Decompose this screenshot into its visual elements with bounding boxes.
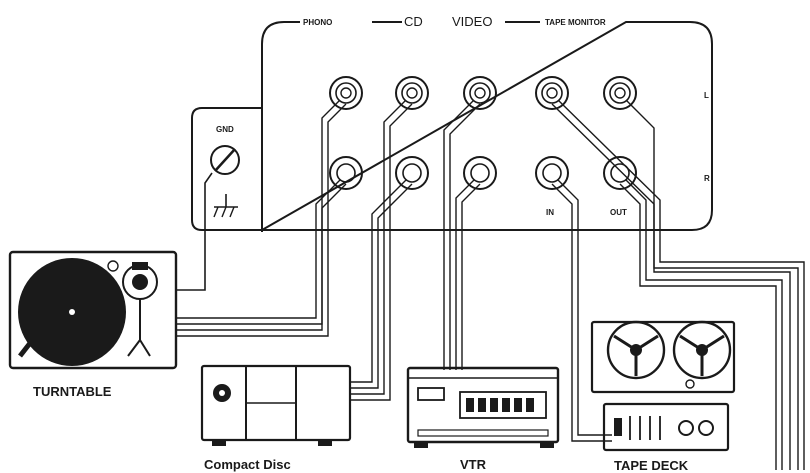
jack-video-r[interactable]	[463, 156, 497, 190]
cd-player-label: Compact Disc	[204, 457, 291, 472]
cables	[176, 99, 805, 470]
phono-label: PHONO	[303, 18, 332, 27]
vtr-device: VTR	[406, 366, 560, 472]
jack-tape-out-r[interactable]	[603, 156, 637, 190]
turntable-label: TURNTABLE	[33, 384, 112, 399]
ground-screw-icon	[210, 145, 240, 175]
tape-monitor-label: TAPE MONITOR	[545, 18, 606, 27]
jack-video-l[interactable]	[463, 76, 497, 110]
tape-in-label: IN	[546, 208, 554, 217]
jack-tape-out-l[interactable]	[603, 76, 637, 110]
tape-out-label: OUT	[610, 208, 627, 217]
ground-symbol-icon	[213, 194, 238, 218]
channel-r-label: R	[704, 174, 710, 183]
jack-cd-l[interactable]	[395, 76, 429, 110]
jack-phono-l[interactable]	[329, 76, 363, 110]
receiver-panel: PHONO CD VIDEO TAPE MONITOR L R IN OUT	[258, 14, 713, 232]
gnd-label: GND	[216, 125, 234, 134]
tape-deck-label: TAPE DECK	[614, 458, 689, 473]
jack-tape-in-r[interactable]	[535, 156, 569, 190]
channel-l-label: L	[704, 91, 709, 100]
rca-jacks	[329, 76, 637, 190]
video-label: VIDEO	[452, 14, 492, 29]
cd-player-device: Compact Disc	[200, 364, 352, 472]
ground-terminal: GND	[176, 107, 263, 291]
jack-cd-r[interactable]	[395, 156, 429, 190]
jack-phono-r[interactable]	[329, 156, 363, 190]
reel-left-icon	[606, 320, 666, 380]
tape-deck-device: TAPE DECK	[590, 320, 736, 473]
jack-tape-in-l[interactable]	[535, 76, 569, 110]
turntable-device: TURNTABLE	[8, 250, 178, 399]
cd-label: CD	[404, 14, 423, 29]
reel-right-icon	[672, 320, 732, 380]
vtr-label: VTR	[460, 457, 487, 472]
